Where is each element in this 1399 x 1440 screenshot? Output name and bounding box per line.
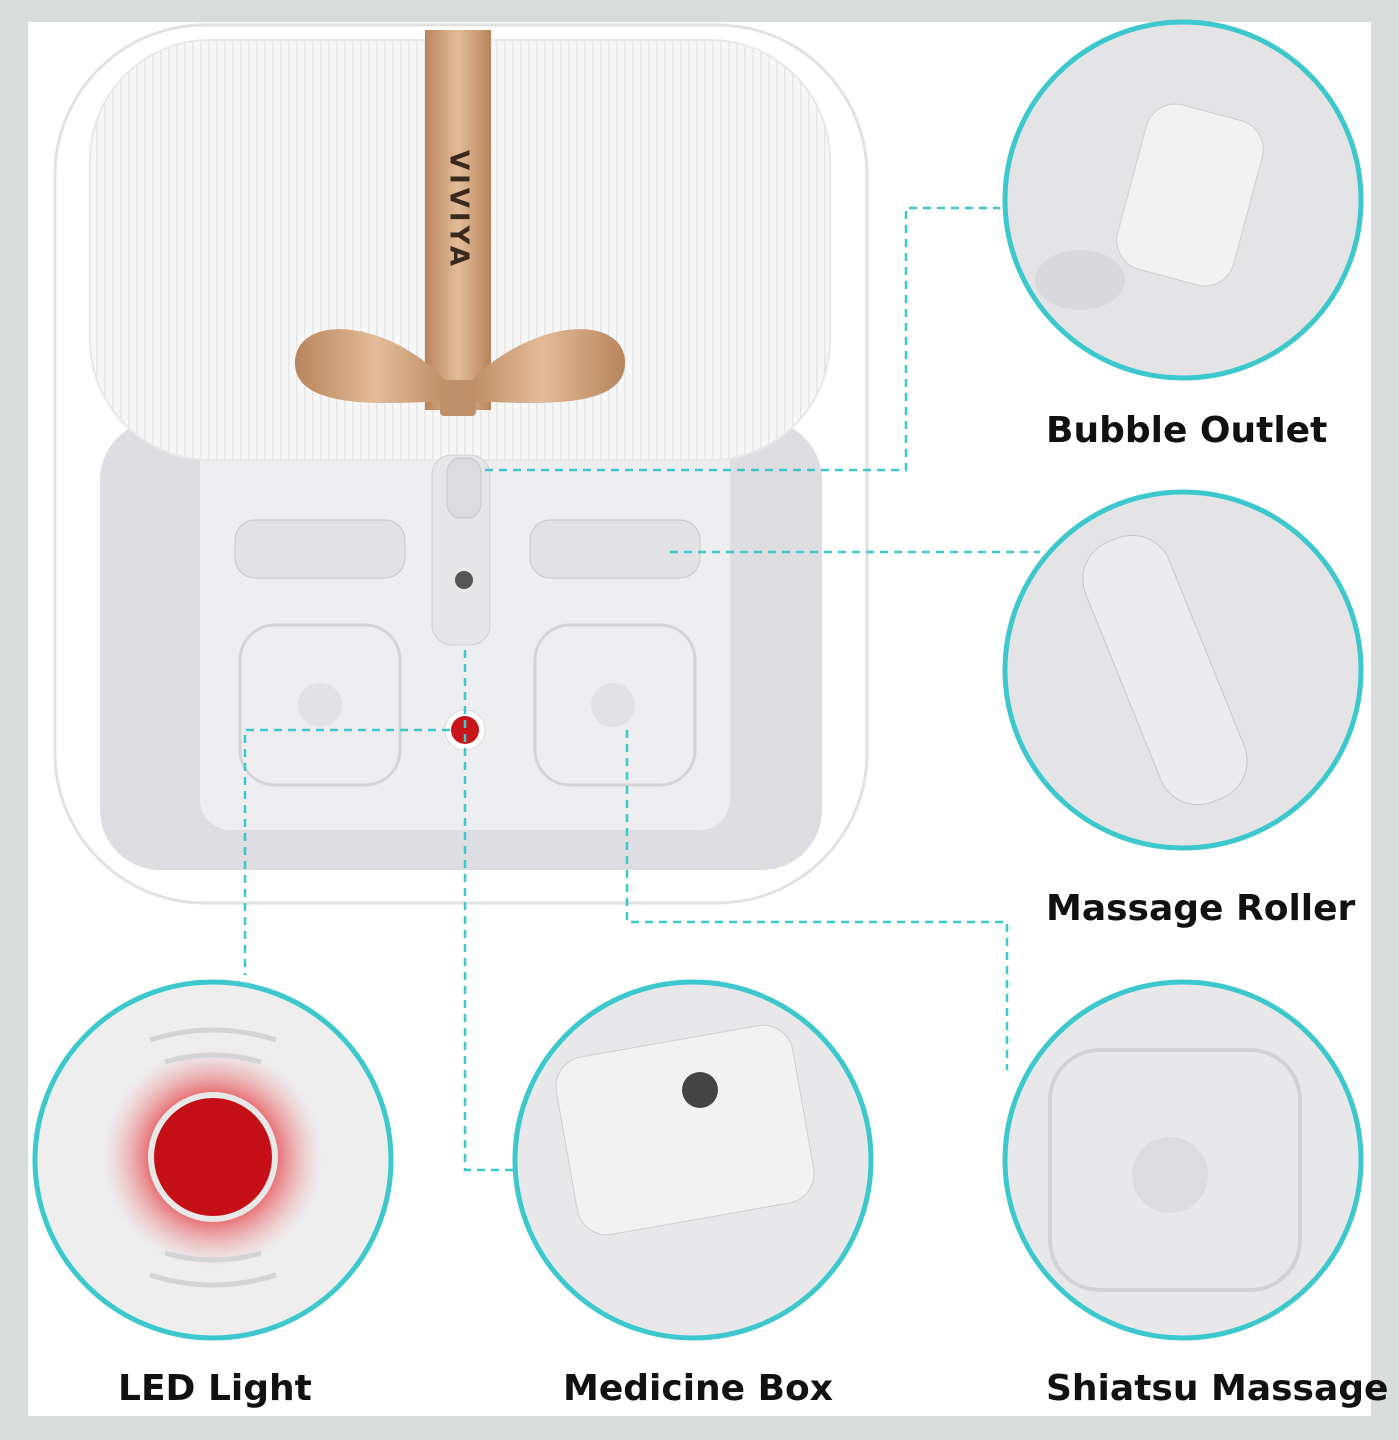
bubble-outlet-detail: [1002, 19, 1364, 381]
bow-left: [294, 329, 458, 404]
label-shiatsu-massage: Shiatsu Massage: [1046, 1368, 1389, 1409]
label-medicine-box: Medicine Box: [563, 1368, 833, 1409]
bow-right: [458, 329, 626, 404]
left-roller: [234, 519, 406, 579]
led-light-detail: [32, 979, 394, 1341]
connector-lines: [243, 206, 1040, 1172]
shiatsu-massage-detail: [1002, 979, 1364, 1341]
label-massage-roller: Massage Roller: [1046, 888, 1356, 929]
right-roller: [529, 519, 701, 579]
led-icon: [148, 1092, 278, 1222]
ribbon: [425, 30, 491, 410]
label-led-light: LED Light: [118, 1368, 312, 1409]
led-indicator: [451, 716, 479, 744]
label-bubble-outlet: Bubble Outlet: [1046, 410, 1328, 451]
massage-roller-detail: [1002, 489, 1364, 851]
brand-logo: VIVIYA: [444, 150, 474, 270]
foot-bath: VIVIYA: [53, 23, 869, 905]
medicine-box-detail: [512, 979, 874, 1341]
